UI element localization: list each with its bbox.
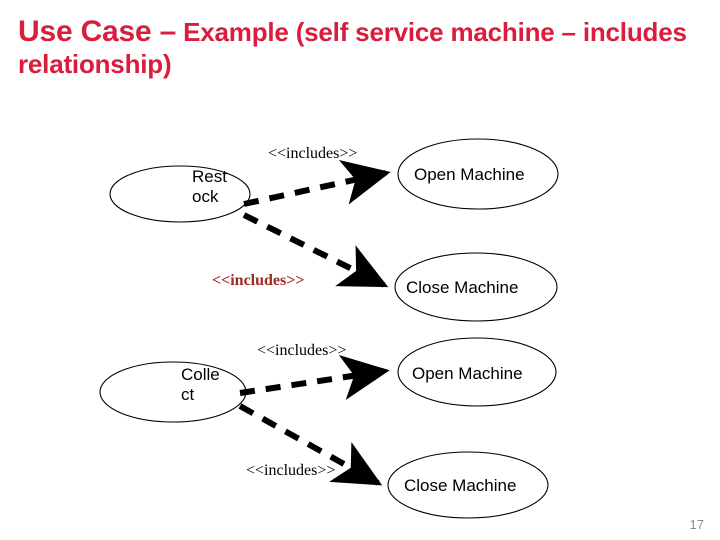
stereotype-label-collect-close: <<includes>> — [246, 462, 336, 479]
use-case-label-restock-line2: ock — [192, 186, 219, 206]
use-case-label-restock-line1: Rest — [192, 167, 227, 186]
use-case-label-restock: Rest ock — [192, 167, 250, 206]
use-case-label-collect-line1: Colle — [181, 365, 220, 384]
slide-title-rest: Example (self service machine – includes… — [18, 17, 687, 80]
use-case-label-collect-line2: ct — [181, 384, 195, 404]
include-arrow-collect-open[interactable] — [239, 354, 390, 401]
use-case-label-close-machine-1: Close Machine — [406, 278, 519, 297]
stereotype-label-restock-open: <<includes>> — [268, 145, 358, 162]
page-number: 17 — [689, 517, 704, 532]
use-case-ellipse-open-machine-2[interactable] — [397, 337, 557, 407]
use-case-label-close-machine-2: Close Machine — [404, 476, 517, 495]
slide-title-strong: Use Case – — [18, 15, 177, 48]
stereotype-label-restock-close: <<includes>> — [212, 272, 305, 289]
use-case-ellipse-open-machine-1[interactable] — [397, 138, 559, 210]
use-case-label-open-machine-2: Open Machine — [412, 364, 523, 383]
stereotype-label-collect-open: <<includes>> — [257, 342, 347, 359]
use-case-label-collect: Colle ct — [181, 365, 239, 404]
include-arrow-restock-open[interactable] — [243, 159, 391, 207]
include-arrow-collect-close[interactable] — [238, 403, 383, 486]
use-case-ellipse-close-machine-1[interactable] — [394, 252, 558, 322]
use-case-ellipse-close-machine-2[interactable] — [387, 451, 549, 519]
include-arrow-restock-close[interactable] — [242, 212, 389, 288]
slide-title: Use Case – Example (self service machine… — [18, 14, 702, 80]
use-case-label-open-machine-1: Open Machine — [414, 165, 525, 184]
use-case-ellipse-restock[interactable] — [109, 165, 251, 223]
